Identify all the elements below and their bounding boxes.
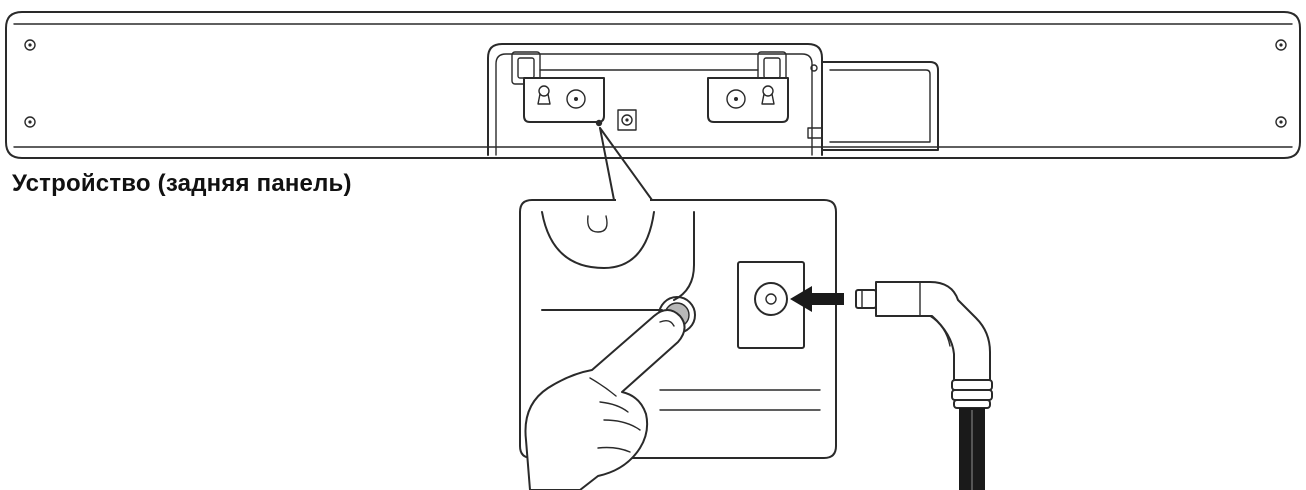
mount-bracket-icon <box>523 77 789 123</box>
reset-button-icon <box>595 119 603 127</box>
dc-power-port-icon <box>617 109 637 131</box>
rear-compartment <box>487 43 939 156</box>
power-plug-icon <box>855 281 993 409</box>
pointing-hand-icon <box>524 309 686 490</box>
screw-icon <box>24 39 1287 128</box>
power-cable-icon <box>959 408 985 490</box>
device-bar-icon <box>5 11 1301 159</box>
insert-arrow-icon <box>790 286 844 312</box>
device-rear-panel-caption: Устройство (задняя панель) <box>12 170 352 197</box>
